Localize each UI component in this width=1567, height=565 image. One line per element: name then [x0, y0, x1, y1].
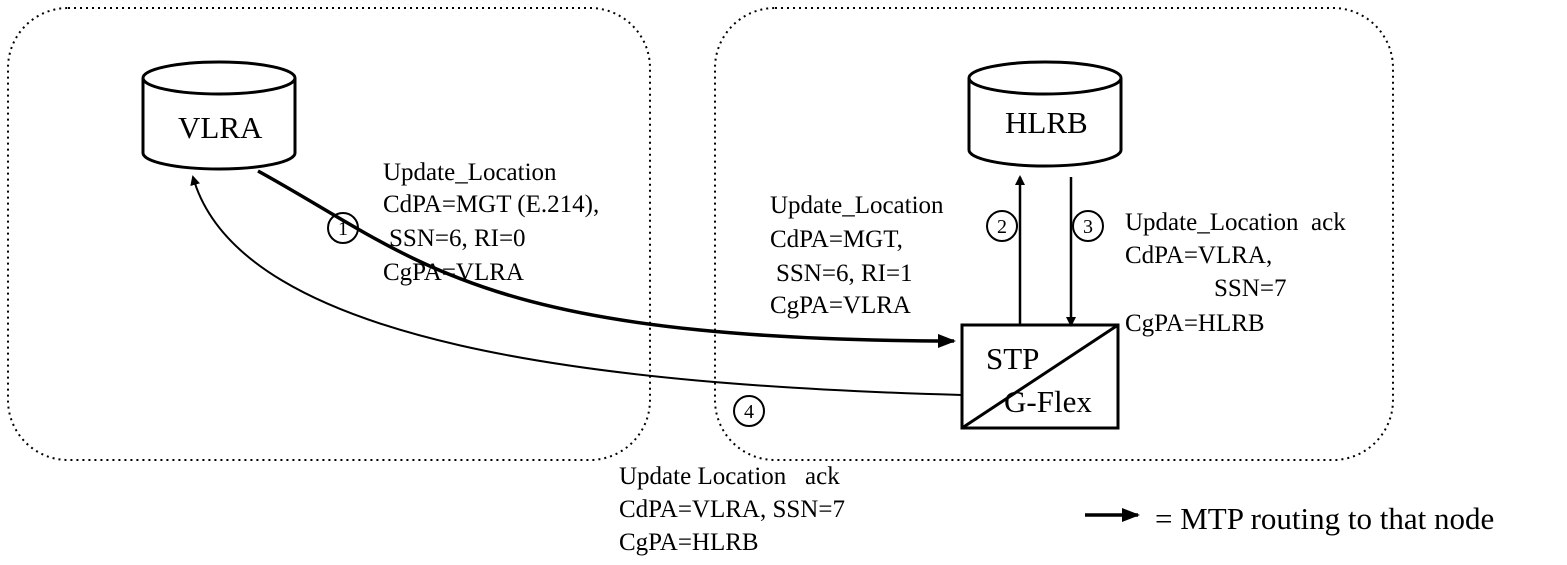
msg3-line2: CdPA=VLRA,	[1125, 242, 1272, 269]
message-2-label: Update_Location CdPA=MGT, SSN=6, RI=1 Cg…	[770, 192, 944, 319]
msg4-line1: Update Location ack	[619, 463, 840, 490]
message-1-label: Update_Location CdPA=MGT (E.214), SSN=6,…	[383, 159, 599, 286]
vlr-label: VLRA	[178, 110, 263, 145]
msg4-line2: CdPA=VLRA, SSN=7	[619, 496, 845, 523]
msg3-line1: Update_Location ack	[1125, 209, 1346, 236]
msg1-line2: CdPA=MGT (E.214),	[383, 191, 599, 218]
step-1-number: 1	[338, 218, 348, 240]
gflex-label: G-Flex	[1004, 384, 1092, 419]
visited-network-region	[7, 7, 651, 461]
stp-gflex-node: STP G-Flex	[960, 323, 1120, 430]
vlr-database-node: VLRA	[141, 60, 297, 171]
msg2-line2: CdPA=MGT,	[770, 226, 903, 253]
msg1-line3: SSN=6, RI=0	[389, 225, 526, 252]
msg2-line4: CgPA=VLRA	[770, 292, 911, 319]
home-network-region	[714, 7, 1394, 461]
step-marker-1: 1	[327, 212, 359, 244]
message-3-label: Update_Location ack CdPA=VLRA, SSN=7 CgP…	[1125, 209, 1346, 337]
legend-text: = MTP routing to that node	[1155, 501, 1494, 536]
msg1-line1: Update_Location	[383, 159, 557, 186]
hlr-database-node: HLRB	[967, 60, 1123, 168]
arrow-step-1	[257, 169, 956, 348]
step-marker-3: 3	[1072, 210, 1104, 242]
msg4-line3: CgPA=HLRB	[619, 529, 759, 556]
msg3-line3: SSN=7	[1214, 275, 1286, 302]
msg3-line4: CgPA=HLRB	[1125, 310, 1265, 337]
stp-label: STP	[986, 341, 1039, 376]
msg2-line1: Update_Location	[770, 192, 944, 219]
legend: = MTP routing to that node	[1085, 501, 1494, 536]
step-marker-2: 2	[986, 210, 1018, 242]
msg1-line4: CgPA=VLRA	[383, 259, 524, 286]
step-2-number: 2	[997, 216, 1007, 238]
step-3-number: 3	[1083, 216, 1093, 238]
hlr-label: HLRB	[1005, 105, 1088, 140]
msg2-line3: SSN=6, RI=1	[776, 260, 913, 287]
step-4-number: 4	[744, 401, 754, 423]
arrow-step-4	[190, 175, 963, 396]
message-4-label: Update Location ack CdPA=VLRA, SSN=7 CgP…	[619, 463, 845, 556]
step-marker-4: 4	[733, 395, 765, 427]
